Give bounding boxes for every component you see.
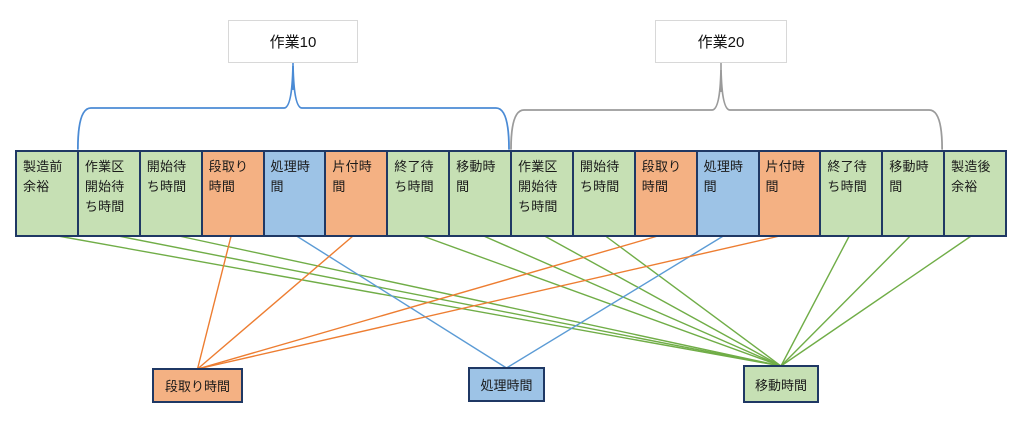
legend-move-time-label: 移動時間 <box>754 377 807 393</box>
timeline-cell-orange: 段取り時間 <box>633 152 696 235</box>
legend-processing-time-label: 処理時間 <box>480 378 533 393</box>
timeline-cell-green: 開始待ち時間 <box>138 152 201 235</box>
timeline-cell-orange: 段取り時間 <box>200 152 263 235</box>
legend-setup-time-box: 段取り時間 <box>152 368 243 403</box>
timeline-cell-blue: 処理時間 <box>695 152 758 235</box>
timeline-cell-orange: 片付時間 <box>757 152 820 235</box>
timeline-cell-green: 移動時間 <box>448 152 510 235</box>
legend-processing-time-box: 処理時間 <box>468 367 545 402</box>
legend-move-time-box: 移動時間 <box>743 365 819 403</box>
task20-label: 作業20 <box>697 34 745 51</box>
timeline-row: 製造前余裕作業区開始待ち時間開始待ち時間段取り時間処理時間片付時間終了待ち時間移… <box>15 150 1007 237</box>
timeline-cell-green: 終了待ち時間 <box>819 152 882 235</box>
timeline-cell-green: 作業区開始待ち時間 <box>510 152 572 235</box>
task10-label: 作業10 <box>269 34 317 51</box>
timeline-cell-green: 開始待ち時間 <box>571 152 634 235</box>
timeline-cell-blue: 処理時間 <box>262 152 325 235</box>
timeline-cell-green: 終了待ち時間 <box>386 152 449 235</box>
timeline-cell-green: 製造前余裕 <box>17 152 77 235</box>
timeline-cell-green: 製造後余裕 <box>943 152 1005 235</box>
task10-label-box: 作業10 <box>228 20 358 63</box>
timeline-cell-green: 作業区開始待ち時間 <box>76 152 139 235</box>
timeline-cell-green: 移動時間 <box>881 152 944 235</box>
task20-label-box: 作業20 <box>655 20 787 63</box>
legend-setup-time-label: 段取り時間 <box>164 379 230 394</box>
timeline-cell-orange: 片付時間 <box>324 152 387 235</box>
